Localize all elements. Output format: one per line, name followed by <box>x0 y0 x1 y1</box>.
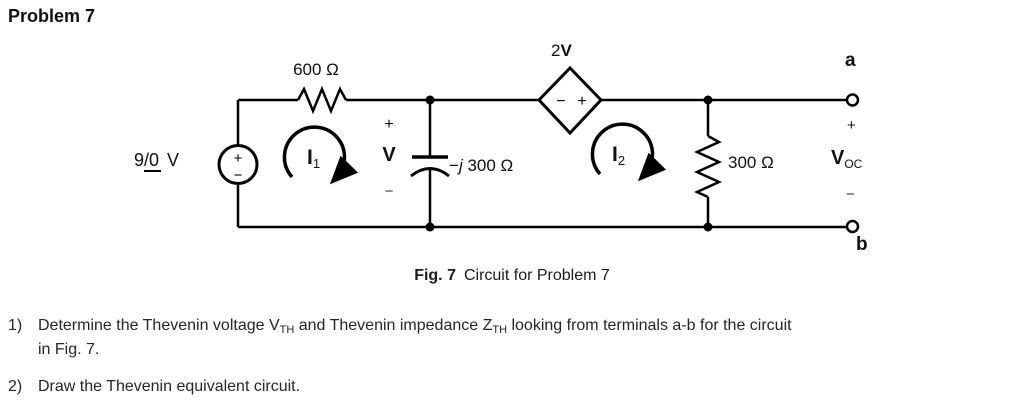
source-unit: V <box>167 150 180 170</box>
caption-text: Circuit for Problem 7 <box>463 267 610 284</box>
circuit-figure: + − − + <box>0 41 1024 285</box>
source-angle: 0 <box>149 150 160 170</box>
source-minus: − <box>234 167 243 184</box>
mesh-current-2-arrow <box>590 122 667 182</box>
figure-caption: Fig. 7 Circuit for Problem 7 <box>0 267 1024 285</box>
cap-voltage-minus: − <box>384 183 394 200</box>
load-resistor-label: 300 Ω <box>728 153 774 172</box>
angle-mark: / <box>144 150 150 170</box>
circuit-diagram: + − − + <box>217 65 860 234</box>
task-1-text: Determine the Thevenin voltage VTH and T… <box>38 317 792 358</box>
load-resistor-symbol <box>693 100 723 227</box>
task-item-2: 2) Draw the Thevenin equivalent circuit. <box>8 377 1010 397</box>
node-dot <box>703 222 713 232</box>
caption-figure-number: Fig. 7 <box>414 267 456 284</box>
terminal-b-circle <box>845 219 860 234</box>
series-resistor-symbol <box>296 85 348 115</box>
cap-voltage-label: V <box>382 144 396 166</box>
node-dot <box>703 95 713 105</box>
mesh1-label: I1 <box>307 146 321 171</box>
capacitor-label: −j 300 Ω <box>449 156 514 175</box>
page-title: Problem 7 <box>8 6 96 26</box>
dep-source-minus: − <box>556 93 565 110</box>
task-2-text: Draw the Thevenin equivalent circuit. <box>38 378 301 395</box>
series-resistor-label: 600 Ω <box>293 60 339 79</box>
voc-minus: − <box>846 186 855 203</box>
node-dot <box>425 95 435 105</box>
terminal-a-label: a <box>845 50 856 71</box>
dependent-source-symbol: − + <box>536 65 604 136</box>
top-wire <box>238 85 846 115</box>
task-item-1: 1) Determine the Thevenin voltage VTH an… <box>8 316 1010 360</box>
voc-plus: + <box>847 117 856 134</box>
task-1-number: 1) <box>8 317 23 334</box>
source-plus: + <box>234 150 243 167</box>
terminal-a-circle <box>845 93 860 107</box>
source-magnitude: 9 <box>134 150 145 170</box>
cap-voltage-plus: + <box>384 116 394 133</box>
task-2-number: 2) <box>8 378 23 395</box>
mesh2-label: I2 <box>612 143 626 168</box>
node-dot <box>425 222 435 232</box>
terminal-b-label: b <box>856 234 868 255</box>
capacitor-symbol <box>410 100 450 227</box>
dep-source-label: 2V <box>551 41 572 60</box>
voltage-source-symbol: + − <box>217 100 259 227</box>
mesh-current-1-arrow <box>282 125 359 185</box>
task-list: 1) Determine the Thevenin voltage VTH an… <box>8 316 1010 408</box>
dep-source-plus: + <box>577 93 586 110</box>
voc-label: VOC <box>831 147 863 171</box>
